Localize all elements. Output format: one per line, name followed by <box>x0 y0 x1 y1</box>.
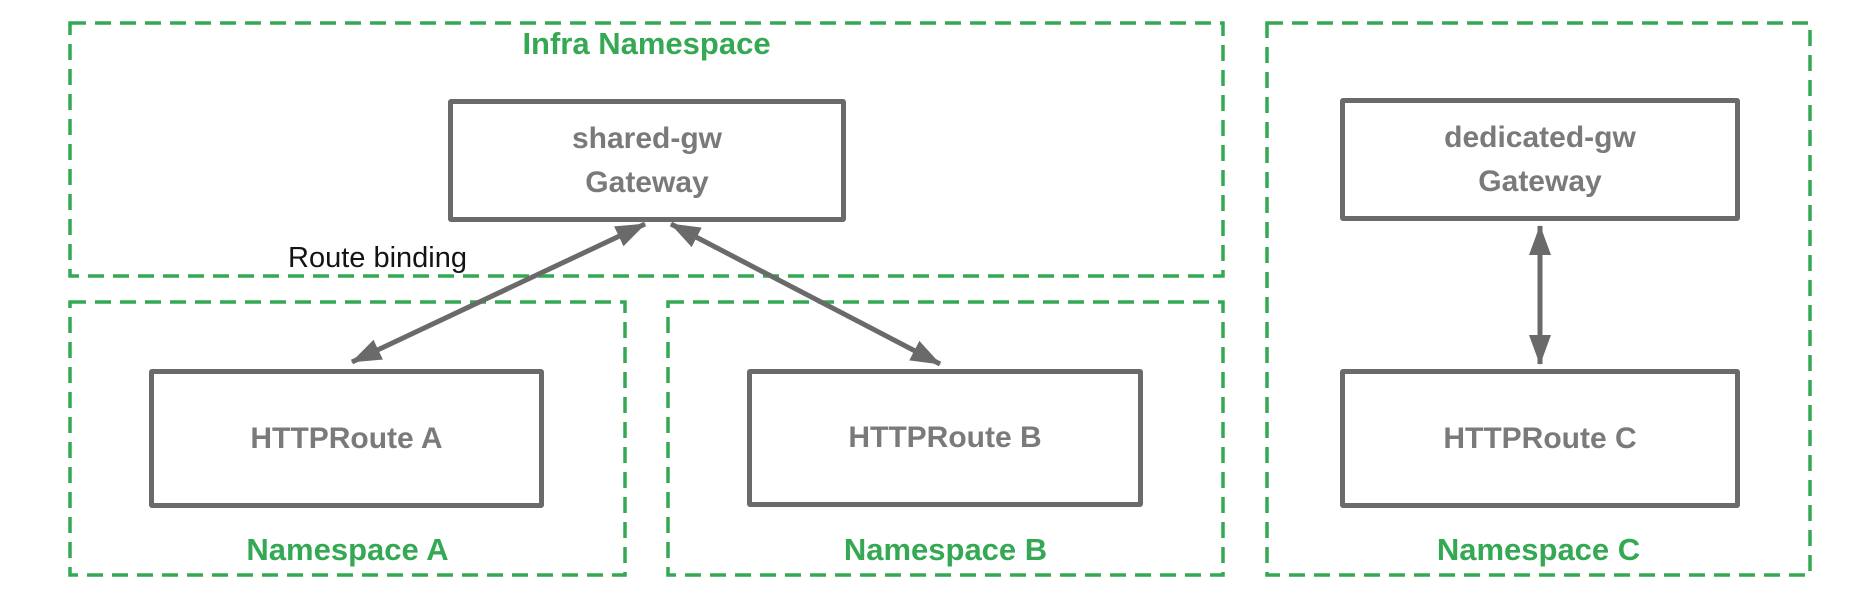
httproute-c-label: HTTPRoute C <box>1443 421 1637 455</box>
httproute-b-node: HTTPRoute B <box>747 369 1143 507</box>
dedicated-gw-gateway-node: dedicated-gw Gateway <box>1340 98 1740 221</box>
httproute-c-node: HTTPRoute C <box>1340 369 1740 508</box>
httproute-a-node: HTTPRoute A <box>149 369 544 508</box>
shared-gw-kind: Gateway <box>585 165 709 199</box>
namespace-a-label: Namespace A <box>246 532 449 567</box>
shared-gw-name: shared-gw <box>571 121 723 155</box>
dedicated-gw-name: dedicated-gw <box>1444 120 1636 154</box>
httproute-b-label: HTTPRoute B <box>848 421 1042 454</box>
infra-namespace-label: Infra Namespace <box>522 26 771 61</box>
namespace-b-label: Namespace B <box>843 532 1048 567</box>
namespace-c-label: Namespace C <box>1436 532 1641 567</box>
httproute-a-label: HTTPRoute A <box>250 421 443 455</box>
route-binding-label: Route binding <box>288 242 467 274</box>
dedicated-gw-kind: Gateway <box>1478 164 1602 198</box>
shared-gw-gateway-node: shared-gw Gateway <box>448 99 846 222</box>
route-binding-arrow-b <box>669 221 942 367</box>
